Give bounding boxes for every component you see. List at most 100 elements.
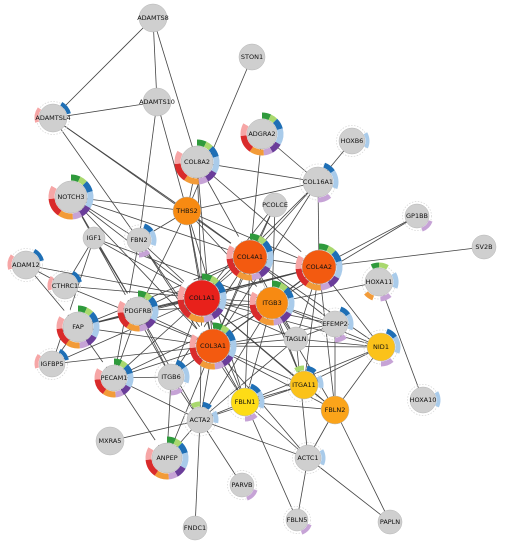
node-tagln[interactable]: TAGLN <box>283 326 309 352</box>
node-ring-segment <box>174 163 188 181</box>
node-ring-segment <box>380 292 392 302</box>
node-col4a2[interactable]: COL4A2 <box>295 243 343 291</box>
node-ring-segment <box>51 176 65 189</box>
node-mxra5[interactable]: MXRA5 <box>95 426 125 456</box>
node-circle <box>142 87 172 117</box>
node-ring-segment <box>190 401 201 409</box>
node-papln[interactable]: PAPLN <box>377 509 403 535</box>
node-col1a1[interactable]: COL1A1 <box>177 273 227 323</box>
node-ston1[interactable]: STON1 <box>238 43 266 71</box>
node-gp1bb[interactable]: GP1BB <box>402 201 433 232</box>
node-ring-segment <box>77 176 87 186</box>
node-ring-segment <box>149 229 157 246</box>
node-ring-segment <box>330 170 339 190</box>
node-fndc1[interactable]: FNDC1 <box>182 515 208 541</box>
node-ring-segment <box>117 312 130 328</box>
node-col4a1[interactable]: COL4A1 <box>226 233 274 281</box>
node-adgra2[interactable]: ADGRA2 <box>240 112 284 156</box>
node-adam12[interactable]: ADAM12 <box>7 248 44 282</box>
node-cthrc1[interactable]: CTHRC1 <box>47 270 82 302</box>
node-col16a1[interactable]: COL16A1 <box>299 162 339 203</box>
node-ring-segment <box>34 107 42 123</box>
node-ring-segment <box>271 280 282 289</box>
node-circle <box>409 386 437 414</box>
node-label: IGF1 <box>87 234 102 242</box>
node-adamts8[interactable]: ADAMTS8 <box>137 3 169 33</box>
node-notch3[interactable]: NOTCH3 <box>48 174 94 220</box>
node-ring-segment <box>283 287 294 299</box>
node-circle <box>232 239 268 275</box>
node-pcolce[interactable]: PCOLCE <box>262 192 288 218</box>
node-label: CTHRC1 <box>52 282 78 290</box>
node-igfbp5[interactable]: IGFBP5 <box>34 348 69 380</box>
node-fbln1[interactable]: FBLN1 <box>227 383 265 422</box>
node-efemp2[interactable]: EFEMP2 <box>318 306 354 343</box>
node-ring-segment <box>120 292 133 304</box>
node-ring-segment <box>34 353 42 369</box>
node-ring-segment <box>205 170 217 182</box>
node-ring-segment <box>421 220 433 232</box>
node-circle <box>123 296 153 326</box>
node-ring-segment <box>94 368 103 380</box>
node-ring-segment <box>261 112 272 121</box>
node-ring-segment <box>58 348 69 361</box>
node-ring-segment <box>305 281 322 291</box>
node-fbln2[interactable]: FBLN2 <box>320 395 350 425</box>
node-ring-segment <box>243 114 256 127</box>
node-ring-outline <box>227 470 257 500</box>
node-sv2b[interactable]: SV2B <box>471 234 497 260</box>
node-adamts10[interactable]: ADAMTS10 <box>139 87 175 117</box>
node-ring-segment <box>212 322 223 331</box>
node-itgb3[interactable]: ITGB3 <box>249 280 295 326</box>
node-fap[interactable]: FAP <box>56 305 100 349</box>
node-ring-segment <box>378 262 389 270</box>
node-ring-segment <box>48 198 62 216</box>
node-actc1[interactable]: ACTC1 <box>292 442 326 474</box>
node-ring-segment <box>143 223 154 233</box>
node-ring-segment <box>59 307 72 320</box>
node-ring-segment <box>214 361 225 370</box>
node-fbln5[interactable]: FBLN5 <box>283 506 312 535</box>
node-label: COL16A1 <box>303 178 333 186</box>
node-ring-segment <box>226 258 241 277</box>
node-ring-segment <box>364 291 375 301</box>
node-hoxa10[interactable]: HOXA10 <box>407 384 441 416</box>
node-hoxa11[interactable]: HOXA11 <box>361 262 399 302</box>
edge-notch3-col3a1 <box>70 196 214 347</box>
node-igf1[interactable]: IGF1 <box>82 226 106 250</box>
node-ring-segment <box>174 465 186 477</box>
node-ring-segment <box>272 118 283 131</box>
node-circle <box>366 332 396 362</box>
node-col3a1[interactable]: COL3A1 <box>189 322 237 370</box>
node-label: HOXA10 <box>410 396 437 404</box>
edge-col3a1-igfbp5 <box>51 345 214 365</box>
node-ring-segment <box>91 321 100 338</box>
node-itgb6[interactable]: ITGB6 <box>154 359 190 396</box>
edge-adamts14-col4a1 <box>52 117 251 258</box>
node-parvb[interactable]: PARVB <box>227 470 258 501</box>
node-pecam1[interactable]: PECAM1 <box>94 358 134 398</box>
node-pdgfrb[interactable]: PDGFRB <box>117 290 159 332</box>
edge-acta2-fndc1 <box>194 419 201 529</box>
node-ring-segment <box>249 383 261 394</box>
node-ring-segment <box>273 317 284 326</box>
node-fbn2[interactable]: FBN2 <box>123 223 157 258</box>
node-adamts14[interactable]: ADAMTSL4 <box>34 101 71 135</box>
node-nid1[interactable]: NID1 <box>363 328 401 367</box>
node-ring-segment <box>334 334 347 343</box>
node-circle <box>180 145 214 179</box>
node-acta2[interactable]: ACTA2 <box>183 401 219 437</box>
node-col8a2[interactable]: COL8A2 <box>174 139 220 185</box>
node-ring-segment <box>187 313 205 323</box>
node-ring-segment <box>228 339 237 358</box>
node-itga11[interactable]: ITGA11 <box>286 365 324 403</box>
node-label: FBLN2 <box>325 406 346 414</box>
node-circle <box>246 118 278 150</box>
node-hoxb6[interactable]: HOXB6 <box>336 125 370 157</box>
node-label: GP1BB <box>406 212 428 220</box>
node-thbs2[interactable]: THBS2 <box>172 196 202 226</box>
node-ring-segment <box>211 410 219 424</box>
node-ring-segment <box>175 359 187 370</box>
node-ring-segment <box>300 523 312 535</box>
node-anpep[interactable]: ANPEP <box>145 436 189 480</box>
